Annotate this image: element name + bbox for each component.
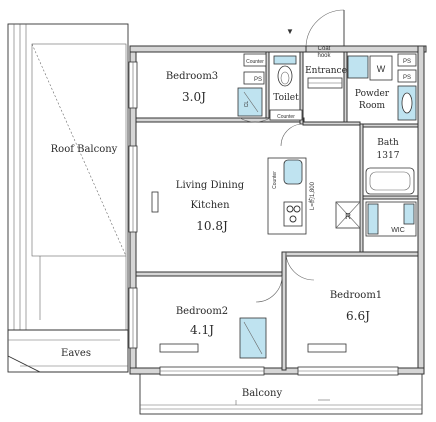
counter-mid-label: Counter (277, 114, 295, 120)
ldk-size: 10.8J (196, 219, 228, 233)
bedroom1-size: 6.6J (346, 309, 370, 323)
bath-name: Bath (377, 138, 399, 148)
roof-balcony-label: Roof Balcony (51, 144, 118, 155)
ps-bedroom3-label: PS (254, 77, 262, 83)
toilet: Toilet Counter (269, 55, 304, 147)
counter-top-label: Counter (246, 59, 264, 65)
ps-right-label: PS (403, 75, 411, 81)
bedroom2-size: 4.1J (190, 323, 214, 337)
eaves-label: Eaves (61, 348, 91, 359)
eaves: Eaves (7, 329, 129, 373)
balcony-label: Balcony (242, 388, 283, 399)
living-dining-kitchen: Living Dining Kitchen 10.8J Counter L=約1… (151, 157, 316, 281)
north-mark: ▼ (286, 27, 294, 36)
balcony: Balcony (139, 373, 423, 415)
wic-label: WIC (391, 227, 405, 234)
powder-room: W PS PS Powder Room (347, 53, 417, 121)
entrance: ▼ Coat hook Entrance (286, 9, 347, 89)
bedroom1: Bedroom1 6.6J (307, 290, 382, 353)
ldk-name-2: Kitchen (190, 200, 230, 211)
bedroom3: Bedroom3 3.0J Counter PS CL (166, 53, 271, 123)
coat-hook-label-1: Coat (318, 46, 331, 52)
bedroom2-name: Bedroom2 (176, 306, 228, 317)
entrance-label: Entrance (305, 66, 347, 76)
interior-walls (135, 51, 419, 371)
windows (128, 61, 399, 376)
washer-label: W (377, 64, 386, 74)
coat-hook-label-2: hook (317, 53, 331, 59)
roof-balcony: Roof Balcony (7, 23, 129, 373)
wic: WIC R (335, 201, 417, 237)
ps-top-label: PS (403, 59, 411, 65)
powder-room-label-1: Powder (355, 89, 390, 99)
toilet-label: Toilet (273, 93, 299, 103)
ceiling-height-label: L=約1,800 (308, 181, 316, 210)
cl-label: CL (244, 101, 250, 108)
ldk-name-1: Living Dining (176, 180, 245, 191)
counter-kitchen-label: Counter (272, 171, 278, 189)
bath-size: 1317 (377, 151, 400, 161)
bath: Bath 1317 (365, 138, 415, 195)
bedroom2: Bedroom2 4.1J (159, 275, 283, 359)
bedroom1-name: Bedroom1 (330, 290, 382, 301)
bedroom3-name: Bedroom3 (166, 71, 218, 82)
powder-room-label-2: Room (359, 101, 386, 111)
bedroom3-size: 3.0J (182, 90, 206, 104)
refrigerator-label: R (345, 212, 351, 221)
